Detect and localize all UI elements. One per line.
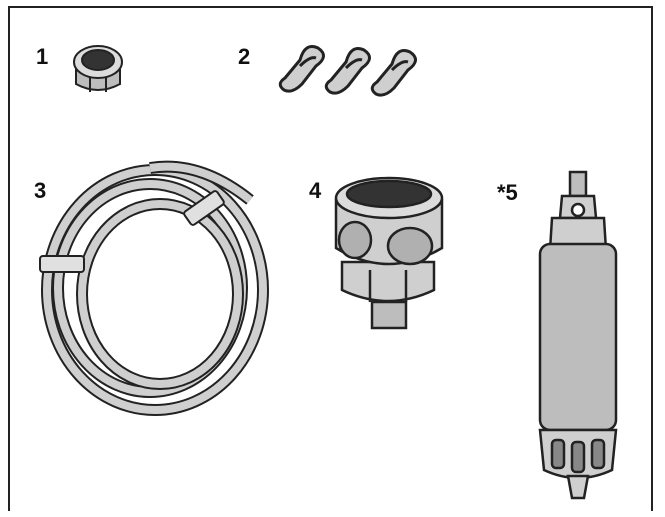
part-label-5: *5	[497, 180, 518, 205]
water-filter-icon	[538, 170, 618, 500]
part-label-4: 4	[309, 178, 322, 203]
part-label-2: 2	[238, 44, 251, 69]
tubing-coil-icon	[39, 160, 269, 416]
nut-icon	[73, 45, 123, 92]
clip-icon	[278, 45, 417, 97]
part-label-3: 3	[34, 178, 47, 203]
diagram-frame	[8, 6, 653, 511]
adapter-fitting-icon	[334, 176, 444, 330]
part-label-1: 1	[36, 44, 49, 69]
